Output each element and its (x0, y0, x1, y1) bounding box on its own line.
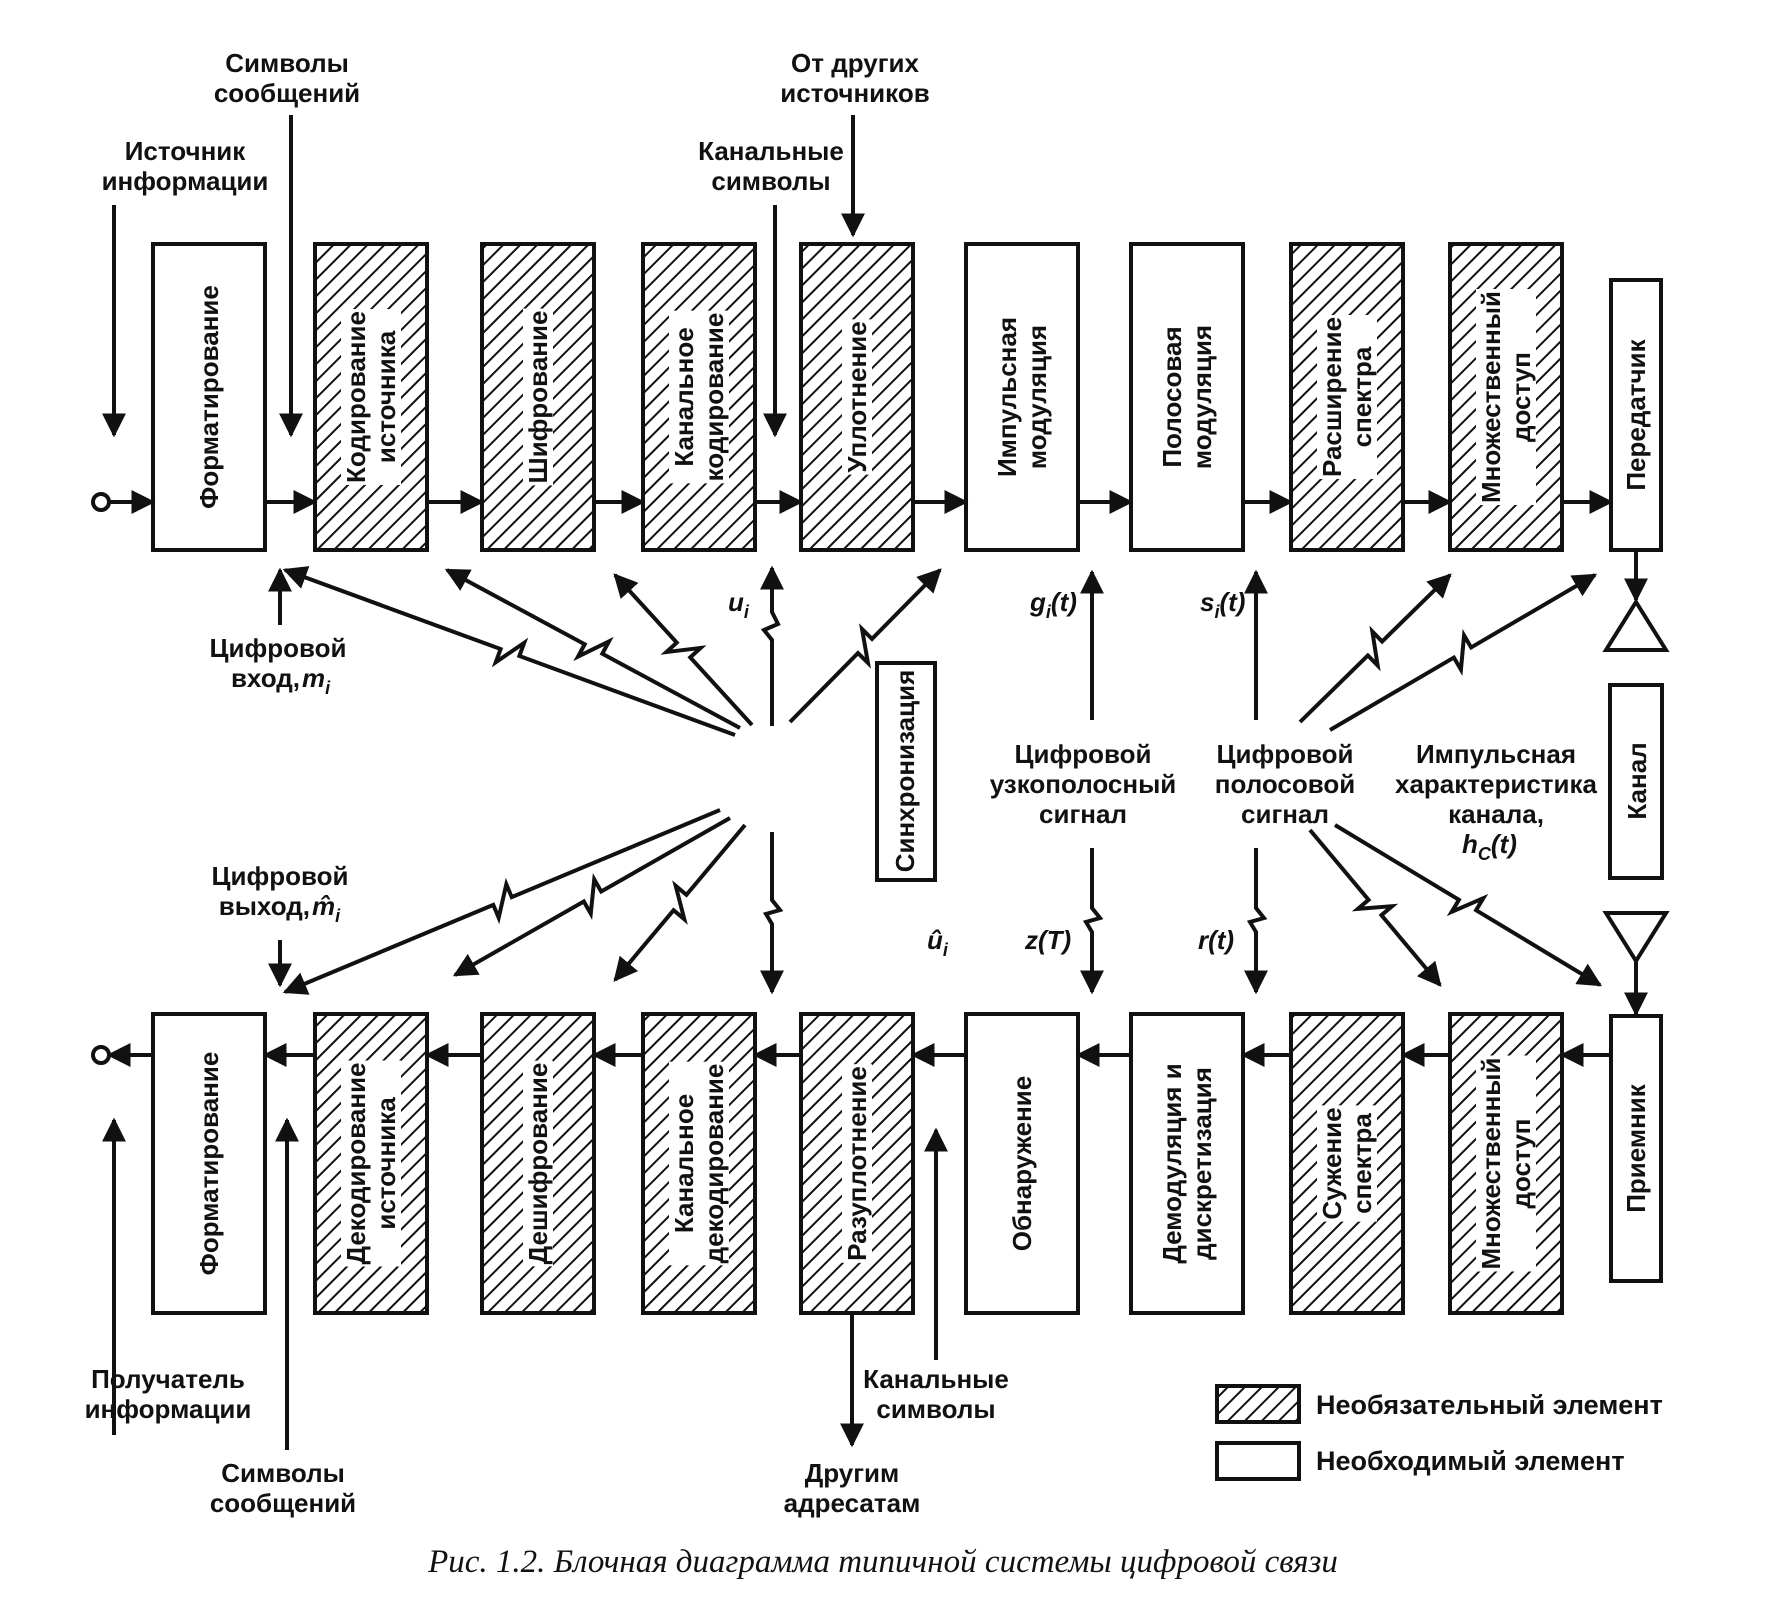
legend-required-label: Необходимый элемент (1316, 1446, 1625, 1476)
label-digital-input-var: mi (302, 663, 331, 698)
legend-required-swatch (1215, 1441, 1301, 1481)
tx-block-label-10: Передатчик (1621, 338, 1651, 490)
label-backing (1157, 1061, 1217, 1266)
label-rt: r(t) (1198, 925, 1234, 955)
label-backing (1157, 322, 1217, 472)
bolt-to-encryption (444, 568, 741, 730)
label-backing (194, 1049, 224, 1278)
label-backing (523, 308, 553, 486)
rx-block-label-3: Дешифрование (523, 1063, 553, 1265)
bolt-to-transmitter (1328, 573, 1598, 732)
label-backing (669, 310, 729, 484)
tx-block-label-1: Форматирование (194, 285, 224, 509)
rx-block-label-7: Демодуляция идискретизация (1157, 1063, 1217, 1263)
rx-block-label-9: Множественныйдоступ (1476, 1058, 1536, 1270)
label-zT: z(T) (1024, 925, 1071, 955)
receiver-chain: Форматирование Декодированиеисточника Деши… (151, 1012, 1663, 1315)
sync-block-label: Синхронизация (890, 670, 920, 873)
label-backing (1476, 1055, 1536, 1272)
bolt-from-decryption (452, 816, 731, 977)
label-u-bottom: ûi (927, 925, 949, 960)
label-digital-output-var: m̂i (312, 891, 341, 926)
rx-block-label-8: Сужениеспектра (1317, 1107, 1377, 1219)
bolt-to-channel-coding (613, 573, 754, 727)
rx-block-label-6: Обнаружение (1007, 1076, 1037, 1251)
bitstream-arrows (282, 566, 1603, 995)
label-backing (1317, 1105, 1377, 1222)
tx-block-label-8: Расширениеспектра (1317, 317, 1377, 477)
tx-block-label-4: Канальноекодирование (669, 313, 729, 482)
bolt-from-receiver (1333, 823, 1603, 987)
tx-block-label-6: Импульснаямодуляция (992, 317, 1052, 477)
rx-block-label-2: Декодированиеисточника (341, 1062, 401, 1264)
label-digital-input-line2: вход, (231, 663, 300, 693)
label-backing (992, 314, 1052, 480)
label-backing (523, 1060, 553, 1267)
arrow-rt (1244, 848, 1268, 995)
label-backing (1621, 1081, 1651, 1215)
rx-block-label-1: Форматирование (194, 1052, 224, 1276)
label-g: gi(t) (1029, 587, 1077, 622)
output-terminal (91, 1045, 111, 1065)
rx-block-label-5: Разуплотнение (842, 1066, 872, 1261)
rx-block-label-10: Приемник (1621, 1083, 1651, 1213)
sync-block (875, 661, 937, 882)
tx-antenna-icon (1602, 598, 1670, 652)
tx-block-label-2: Кодированиеисточника (341, 311, 401, 483)
label-backing (842, 1064, 872, 1263)
label-backing (1476, 289, 1536, 505)
arrow-zT (1080, 848, 1104, 995)
bolt-to-multiplexing (788, 568, 942, 724)
arrow-u-bottom (760, 832, 784, 995)
tx-block-label-3: Шифрование (523, 311, 553, 484)
label-backing (1007, 1073, 1037, 1254)
tx-block-2 (313, 242, 429, 552)
rx-block-label-4: Канальноедекодирование (669, 1064, 729, 1264)
bolt-from-channel-decoding (613, 823, 747, 982)
bolt-from-source-decoding (282, 808, 721, 995)
tx-block-label-7: Полосоваямодуляция (1157, 325, 1217, 469)
label-backing (669, 1061, 729, 1266)
legend-optional-label: Необязательный элемент (1316, 1390, 1663, 1420)
label-s: si(t) (1200, 587, 1245, 622)
label-backing (842, 319, 872, 475)
signal-arrows (102, 115, 1648, 1450)
channel-block (1608, 683, 1664, 880)
bolt-to-spread-spectrum (1298, 573, 1452, 724)
label-hc: hC(t) (1462, 829, 1517, 864)
label-backing (341, 1060, 401, 1267)
input-terminal (91, 492, 111, 512)
rx-antenna-icon (1602, 911, 1670, 965)
tx-block-label-5: Уплотнение (842, 321, 872, 472)
label-backing (194, 283, 224, 511)
bolt-from-despread (1308, 828, 1442, 987)
figure-caption: Рис. 1.2. Блочная диаграмма типичной сис… (427, 1544, 1338, 1580)
tx-block-label-9: Множественныйдоступ (1476, 291, 1536, 503)
label-digital-output-line2: выход, (219, 891, 310, 921)
transmitter-chain: Форматирование Кодированиеисточника Шифров… (151, 242, 1663, 552)
label-u-top: ui (728, 587, 750, 622)
label-digital-input: Цифровой (210, 633, 347, 663)
legend-optional-swatch (1215, 1384, 1301, 1424)
label-backing (1317, 314, 1377, 480)
channel-block-label: Канал (1622, 742, 1652, 819)
arrow-u-top (760, 565, 784, 726)
label-backing (341, 309, 401, 485)
label-backing (1621, 336, 1651, 493)
bolt-to-source-coding (282, 566, 736, 737)
label-digital-output: Цифровой (212, 861, 349, 891)
